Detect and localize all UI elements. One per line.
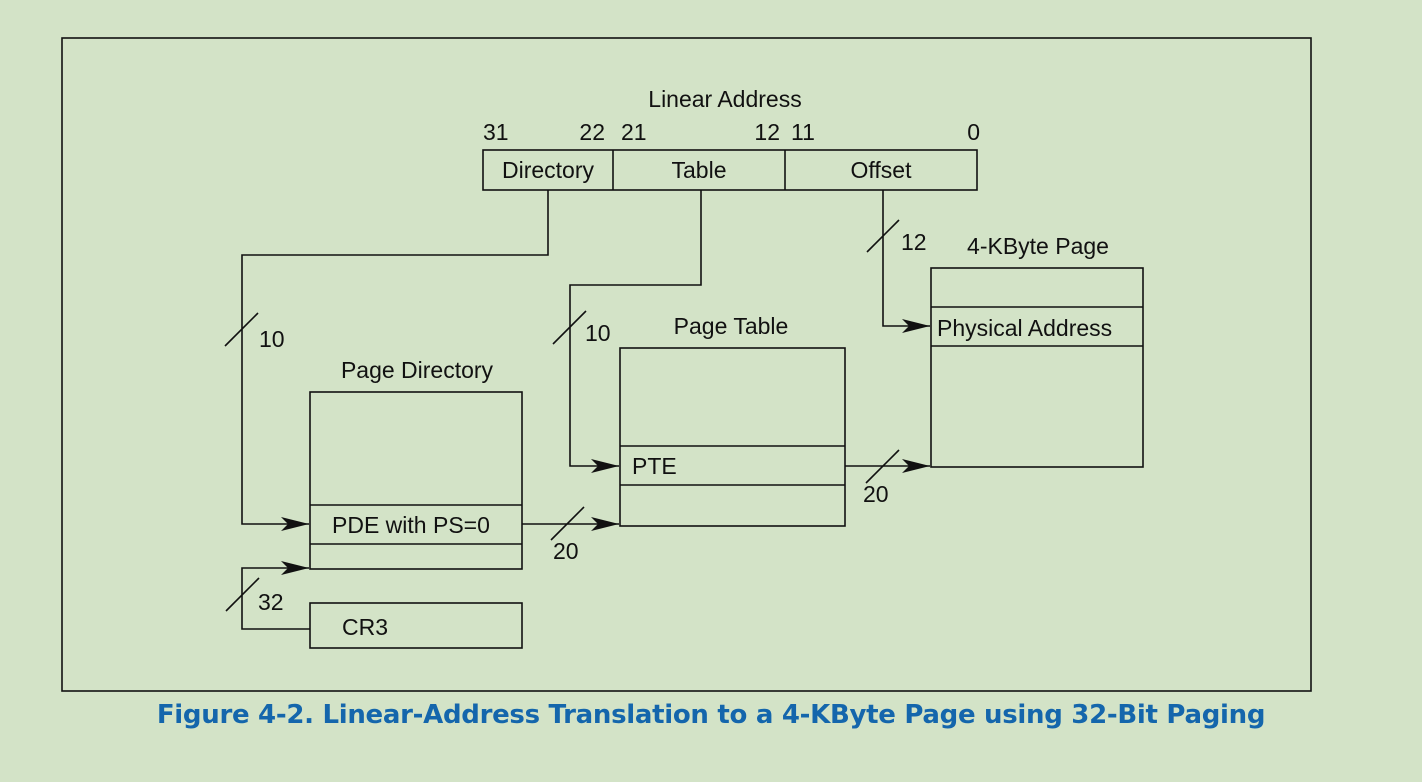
cr3-to-directory-arrow (225, 561, 310, 630)
offset-arrow (866, 190, 930, 333)
bit-11-label: 11 (791, 119, 815, 145)
pte-to-page-arrow (845, 449, 930, 484)
pde-to-page-table-arrow (522, 506, 619, 541)
bit-21-label: 21 (621, 119, 647, 145)
physical-address-entry: Physical Address (937, 315, 1112, 341)
linear-address-register (482, 149, 978, 191)
bit-22-label: 22 (579, 119, 605, 145)
figure-caption: Figure 4-2. Linear-Address Translation t… (156, 700, 1266, 730)
page-title: 4-KByte Page (967, 233, 1109, 259)
table-field: Table (672, 157, 727, 183)
page-table-title: Page Table (674, 313, 789, 339)
bit-0-label: 0 (967, 119, 980, 145)
page-directory-title: Page Directory (341, 357, 494, 383)
page-box (930, 267, 1144, 468)
offset-width: 12 (901, 229, 927, 255)
table-index-arrow (552, 190, 702, 473)
linear-address-title: Linear Address (648, 86, 801, 112)
table-index-width: 10 (585, 320, 611, 346)
page-table-box (619, 347, 846, 527)
bit-12-label: 12 (754, 119, 780, 145)
directory-index-arrow (224, 190, 549, 531)
directory-field: Directory (502, 157, 595, 183)
pte-output-width: 20 (863, 481, 889, 507)
figure-frame (61, 37, 1312, 692)
directory-index-width: 10 (259, 326, 285, 352)
cr3-width: 32 (258, 589, 284, 615)
pte-entry: PTE (632, 453, 677, 479)
pde-entry: PDE with PS=0 (332, 512, 490, 538)
bit-31-label: 31 (483, 119, 509, 145)
cr3-label: CR3 (342, 614, 388, 640)
page-directory-box (309, 391, 523, 570)
offset-field: Offset (851, 157, 913, 183)
pde-output-width: 20 (553, 538, 579, 564)
cr3-box (309, 602, 523, 649)
